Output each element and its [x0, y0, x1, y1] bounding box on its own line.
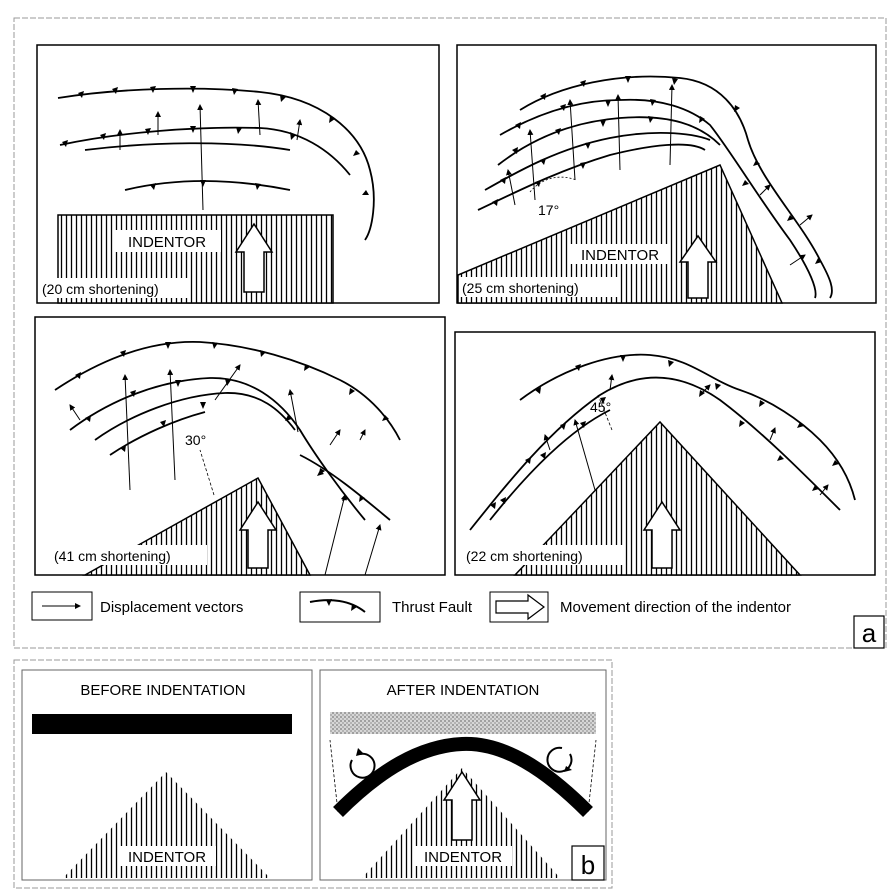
- legend-displacement-label: Displacement vectors: [100, 599, 243, 616]
- thrust-fault-2c: [497, 116, 721, 166]
- thrust-fault-1b: [59, 126, 351, 176]
- displacement-vectors-2: [506, 84, 813, 266]
- indentor-label-2: INDENTOR: [581, 247, 659, 264]
- experiment-1: INDENTOR (20 cm shortening): [36, 44, 440, 304]
- before-title: BEFORE INDENTATION: [80, 682, 245, 699]
- thrust-fault-3e: [299, 454, 391, 521]
- indentor-triangle-before: [63, 772, 270, 878]
- legend-thrust-box: [299, 591, 381, 623]
- thrust-fault-icon: [309, 599, 366, 613]
- movement-arrow-4: [642, 500, 682, 569]
- before-indentation: BEFORE INDENTATION INDENTOR: [21, 669, 313, 881]
- movement-arrow-1: [234, 222, 274, 293]
- shortening-label-3: (41 cm shortening): [54, 548, 171, 564]
- experiment-3: (41 cm shortening) 30°: [34, 316, 446, 576]
- thrust-fault-4c: [489, 409, 611, 521]
- movement-arrow-3: [238, 500, 278, 569]
- thrust-fault-4a: [519, 353, 856, 501]
- shortening-label-4: (22 cm shortening): [466, 548, 583, 564]
- thrust-fault-3a: [54, 341, 401, 441]
- thrust-fault-2b: [499, 98, 817, 299]
- after-title: AFTER INDENTATION: [387, 682, 540, 699]
- thrust-fault-1c: [84, 142, 291, 151]
- movement-arrow-2: [678, 234, 718, 299]
- movement-arrow-after: [442, 770, 482, 841]
- movement-arrow-icon: [495, 593, 545, 621]
- fault-teeth-2: [492, 76, 822, 264]
- shortening-label-2: (25 cm shortening): [462, 280, 579, 296]
- panel-a-letter-box: [853, 615, 885, 649]
- panel-b-letter-box: [571, 845, 605, 881]
- panel-a-frame: [13, 17, 887, 649]
- after-layer: [333, 736, 593, 817]
- indentor-block-4: [513, 420, 802, 576]
- legend: Displacement vectors Thrust Fault Moveme…: [31, 591, 791, 623]
- angle-label-3: 30°: [185, 432, 206, 448]
- displacement-vectors-3: [69, 364, 382, 576]
- indentor-label-bg-1: [113, 230, 221, 252]
- panel-b-letter: b: [581, 850, 595, 880]
- displacement-vectors-4: [543, 374, 829, 496]
- shortening-label-1: (20 cm shortening): [42, 281, 159, 297]
- original-layer-position: [330, 712, 596, 734]
- angle-label-2: 17°: [538, 202, 559, 218]
- indentor-label-1: INDENTOR: [128, 234, 206, 251]
- experiment-4: (22 cm shortening) 45°: [454, 331, 876, 576]
- legend-movement-label: Movement direction of the indentor: [560, 599, 791, 616]
- displacement-vectors-1: [117, 99, 303, 211]
- rotation-cw-icon: [546, 746, 573, 773]
- fault-teeth-1: [62, 86, 369, 195]
- thrust-fault-1a: [57, 87, 375, 241]
- rotation-ccw-icon: [349, 752, 376, 779]
- panel-a-letter: a: [862, 618, 877, 648]
- legend-thrust-label: Thrust Fault: [392, 599, 473, 616]
- experiment-2: INDENTOR (25 cm shortening) 17°: [456, 44, 877, 304]
- panel-b-frame: [13, 659, 613, 889]
- thrust-fault-2d: [484, 132, 711, 191]
- thrust-fault-3d: [109, 411, 206, 456]
- fault-teeth-3: [75, 342, 389, 502]
- indentor-label-after: INDENTOR: [424, 849, 502, 866]
- after-indentation: AFTER INDENTATION INDENTOR: [319, 669, 607, 881]
- angle-label-4: 45°: [590, 399, 611, 415]
- thrust-fault-4b: [469, 376, 841, 531]
- fault-teeth-4: [490, 355, 839, 509]
- before-layer: [32, 714, 292, 734]
- indentor-label-before: INDENTOR: [128, 849, 206, 866]
